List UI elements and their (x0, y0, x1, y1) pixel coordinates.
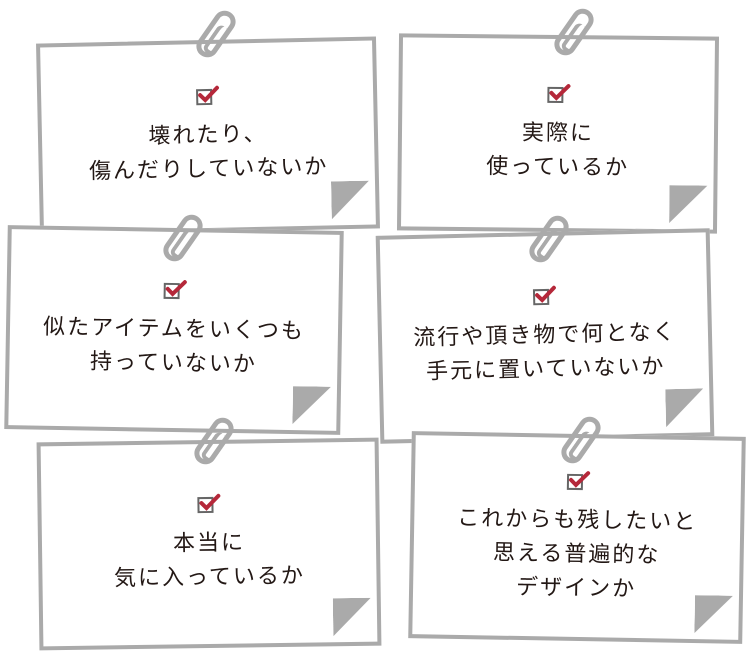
note-text: 流行や頂き物で何となく 手元に置いていないか (413, 320, 677, 385)
note-text: 壊れたり、 傷んだりしていないか (88, 121, 329, 185)
page-curl-icon (331, 181, 370, 220)
checkbox-checked-icon (197, 493, 221, 515)
page-curl-icon (292, 386, 331, 425)
note-text: 似たアイテムをいくつも 持っていないか (42, 314, 306, 378)
page-curl-icon (669, 185, 707, 223)
note-card: これからも残したいと 思える普遍的な デザインか (408, 431, 746, 644)
note-card: 本当に 気に入っているか (36, 437, 382, 651)
note-card: 流行や頂き物で何となく 手元に置いていないか (375, 228, 715, 444)
checkbox-checked-icon (566, 469, 591, 491)
note-card: 壊れたり、 傷んだりしていないか (36, 36, 380, 236)
note-text: 実際に 使っているか (486, 120, 630, 181)
page-curl-icon (665, 388, 704, 427)
page-curl-icon (694, 595, 733, 634)
checkbox-checked-icon (532, 285, 556, 307)
checkbox-checked-icon (196, 85, 219, 107)
note-card: 似たアイテムをいくつも 持っていないか (4, 225, 344, 435)
note-text: これからも残したいと 思える普遍的な デザインか (457, 505, 698, 602)
page-curl-icon (333, 598, 372, 637)
checkbox-checked-icon (547, 82, 571, 104)
note-card: 実際に 使っているか (396, 33, 720, 234)
checkbox-checked-icon (163, 279, 187, 301)
note-text: 本当に 気に入っているか (113, 530, 306, 592)
